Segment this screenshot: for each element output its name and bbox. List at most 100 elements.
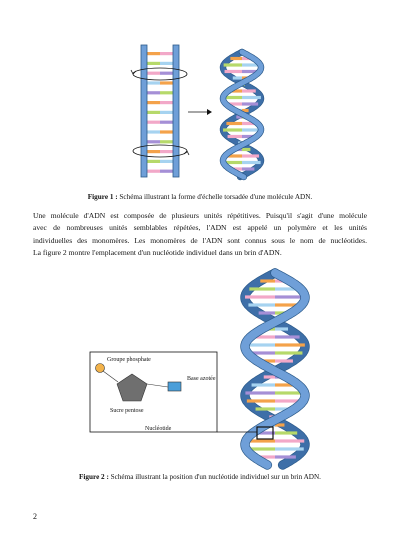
figure2-label: Figure 2 : bbox=[79, 473, 109, 481]
label-base: Base azotée bbox=[187, 376, 216, 382]
label-phosphate: Groupe phosphate bbox=[107, 357, 151, 363]
paragraph-line: individuelles des monomères. Les monomèr… bbox=[33, 235, 367, 245]
figure1-caption: Figure 1 : Schéma illustrant la forme d'… bbox=[20, 193, 380, 201]
ladder-rung bbox=[147, 120, 160, 124]
label-nucleotide: Nucléotide bbox=[145, 426, 172, 432]
ladder-rung bbox=[147, 81, 160, 85]
ladder-rung bbox=[147, 110, 160, 114]
base-pair-rung bbox=[242, 121, 258, 126]
base-pair-rung bbox=[275, 431, 298, 435]
base-pair-rung bbox=[275, 303, 302, 307]
base-pair-rung bbox=[242, 167, 255, 171]
base-pair-rung bbox=[227, 134, 242, 139]
paragraph-line: La figure 2 montre l'emplacement d'un nu… bbox=[33, 247, 282, 257]
base-pair-rung bbox=[242, 63, 261, 67]
base-pair-rung bbox=[242, 89, 256, 93]
body-paragraph: Une molécule d'ADN est composée de plusi… bbox=[33, 210, 367, 259]
base-pair-rung bbox=[225, 102, 242, 106]
ladder-rung bbox=[160, 169, 173, 173]
base-pair-rung bbox=[224, 69, 242, 74]
ladder-rung bbox=[147, 71, 160, 75]
base-pair-rung bbox=[275, 295, 305, 299]
ladder-rung bbox=[147, 150, 160, 154]
base-pair-rung bbox=[224, 154, 242, 158]
base-pair-rung bbox=[246, 399, 275, 403]
twisted-helix-illustration bbox=[219, 48, 265, 181]
pentose-sugar-icon bbox=[116, 373, 148, 402]
base-pair-rung bbox=[247, 351, 275, 355]
base-pair-rung bbox=[223, 95, 242, 100]
base-pair-rung bbox=[242, 95, 261, 100]
base-pair-rung bbox=[246, 447, 275, 451]
base-pair-rung bbox=[245, 439, 275, 443]
base-pair-rung bbox=[242, 128, 261, 132]
base-pair-rung bbox=[275, 407, 295, 411]
base-pair-rung bbox=[223, 160, 242, 165]
base-pair-rung bbox=[258, 311, 275, 315]
base-pair-rung bbox=[245, 391, 275, 395]
paragraph-line: Une molécule d'ADN est composée de plusi… bbox=[33, 211, 367, 220]
base-pair-rung bbox=[275, 327, 289, 331]
ladder-rung bbox=[147, 101, 160, 105]
base-pair-rung bbox=[236, 115, 242, 119]
figure2-caption: Figure 2 : Schéma illustrant la position… bbox=[20, 473, 380, 481]
base-pair-rung bbox=[249, 287, 275, 291]
base-pair-rung bbox=[230, 56, 242, 61]
base-pair-rung bbox=[254, 455, 275, 459]
base-pair-rung bbox=[275, 455, 296, 459]
base-pair-rung bbox=[275, 343, 305, 347]
figure2-caption-text: Schéma illustrant la position d'un nuclé… bbox=[110, 473, 321, 481]
base-pair-rung bbox=[242, 134, 257, 139]
nucleotide-highlight-box bbox=[256, 426, 274, 440]
ladder-rung bbox=[160, 101, 173, 105]
base-pair-rung bbox=[242, 102, 259, 106]
base-pair-rung bbox=[245, 343, 275, 347]
ladder-rung bbox=[147, 140, 160, 144]
base-pair-rung bbox=[275, 423, 285, 427]
figure1-label: Figure 1 : bbox=[87, 193, 118, 201]
ladder-rung bbox=[147, 169, 160, 173]
base-pair-rung bbox=[245, 295, 275, 299]
base-pair-rung bbox=[260, 279, 275, 283]
ladder-rung bbox=[160, 140, 173, 144]
base-pair-rung bbox=[275, 447, 304, 451]
base-pair-rung bbox=[242, 147, 251, 152]
base-pair-rung bbox=[226, 121, 242, 126]
base-pair-rung bbox=[242, 69, 260, 74]
ladder-rung bbox=[147, 159, 160, 163]
ladder-rung bbox=[147, 52, 160, 56]
ladder-rung bbox=[160, 52, 173, 56]
base-pair-rung bbox=[275, 351, 303, 355]
ladder-rung bbox=[160, 120, 173, 124]
figure2-diagram bbox=[89, 268, 310, 470]
phosphate-icon bbox=[95, 363, 105, 373]
backbone-strand bbox=[241, 269, 309, 469]
base-pair-rung bbox=[275, 391, 305, 395]
base-pair-rung bbox=[223, 63, 242, 67]
label-sugar: Sucre pentose bbox=[110, 408, 144, 414]
base-pair-rung bbox=[252, 431, 275, 435]
base-pair-rung bbox=[242, 108, 249, 113]
base-pair-rung bbox=[229, 167, 242, 171]
ladder-rung bbox=[147, 91, 160, 95]
base-pair-rung bbox=[263, 375, 275, 379]
base-pair-rung bbox=[228, 89, 242, 93]
base-pair-rung bbox=[242, 160, 261, 165]
base-pair-rung bbox=[232, 76, 242, 80]
ladder-rung bbox=[160, 91, 173, 95]
base-pair-rung bbox=[248, 303, 275, 307]
ladder-rung bbox=[147, 130, 160, 134]
figure1-caption-text: Schéma illustrant la forme d'échelle tor… bbox=[119, 193, 313, 201]
base-pair-rung bbox=[275, 439, 305, 443]
base-pair-rung bbox=[275, 335, 300, 339]
ladder-rung bbox=[160, 130, 173, 134]
figure1-diagram bbox=[130, 44, 265, 181]
ladder-rung bbox=[160, 110, 173, 114]
ladder-rung bbox=[160, 150, 173, 154]
nitrogen-base-icon bbox=[167, 381, 182, 392]
base-pair-rung bbox=[275, 287, 301, 291]
base-pair-rung bbox=[275, 359, 293, 363]
straight-ladder-illustration bbox=[130, 44, 190, 178]
base-pair-rung bbox=[275, 383, 299, 387]
ladder-rung bbox=[160, 81, 173, 85]
